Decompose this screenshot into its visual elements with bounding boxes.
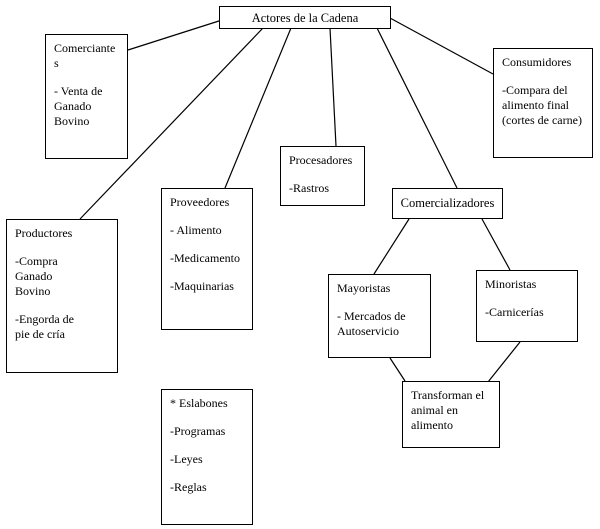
- comerciantes-title: Comerciante s: [54, 41, 116, 70]
- proveedores-node: Proveedores - Alimento -Medicamento -Maq…: [161, 188, 253, 330]
- link-comercializadores-minoristas: [481, 218, 511, 271]
- link-mayoristas-transforman: [389, 357, 406, 382]
- link-root-procesadores: [329, 27, 337, 147]
- consumidores-item: -Compara del alimento final (cortes de c…: [502, 83, 582, 127]
- link-comercializadores-mayoristas: [373, 218, 410, 275]
- link-root-productores: [79, 27, 264, 220]
- consumidores-node: Consumidores -Compara del alimento final…: [493, 48, 593, 158]
- procesadores-item: -Rastros: [289, 181, 329, 195]
- minoristas-title: Minoristas: [485, 277, 537, 291]
- eslabones-item-3: -Reglas: [170, 480, 207, 494]
- transforman-node: Transforman el animal en alimento: [402, 381, 500, 448]
- link-minoristas-transforman: [487, 341, 521, 383]
- proveedores-title: Proveedores: [170, 195, 230, 209]
- productores-item-2: -Engorda de pie de cría: [15, 312, 74, 341]
- productores-item-1: -Compra Ganado Bovino: [15, 254, 58, 298]
- eslabones-node: * Eslabones -Programas -Leyes -Reglas: [161, 389, 253, 525]
- proveedores-item-3: -Maquinarias: [170, 279, 234, 293]
- productores-node: Productores -Compra Ganado Bovino -Engor…: [6, 219, 118, 373]
- link-root-comercializadores: [376, 27, 458, 189]
- minoristas-node: Minoristas -Carnicerías: [476, 270, 578, 342]
- eslabones-title: * Eslabones: [170, 396, 228, 410]
- mayoristas-node: Mayoristas - Mercados de Autoservicio: [328, 274, 431, 358]
- productores-title: Productores: [15, 226, 73, 240]
- consumidores-title: Consumidores: [502, 55, 572, 69]
- root-label: Actores de la Cadena: [251, 11, 359, 25]
- comerciantes-node: Comerciante s - Venta de Ganado Bovino: [45, 34, 128, 159]
- mayoristas-item: - Mercados de Autoservicio: [337, 309, 406, 338]
- proveedores-item-2: -Medicamento: [170, 251, 240, 265]
- procesadores-title: Procesadores: [289, 153, 353, 167]
- proveedores-item-1: - Alimento: [170, 223, 222, 237]
- mayoristas-title: Mayoristas: [337, 281, 391, 295]
- eslabones-item-2: -Leyes: [170, 452, 203, 466]
- transforman-label: Transforman el animal en alimento: [411, 388, 485, 432]
- procesadores-node: Procesadores -Rastros: [280, 146, 365, 206]
- eslabones-item-1: -Programas: [170, 424, 226, 438]
- link-root-comerciantes: [127, 19, 223, 51]
- comerciantes-item: - Venta de Ganado Bovino: [54, 84, 103, 128]
- comercializadores-label: Comercializadores: [400, 196, 495, 210]
- root-node: Actores de la Cadena: [219, 6, 391, 29]
- link-root-proveedores: [224, 27, 292, 189]
- link-root-consumidores: [389, 17, 494, 75]
- minoristas-item: -Carnicerías: [485, 305, 544, 319]
- comercializadores-node: Comercializadores: [392, 188, 503, 219]
